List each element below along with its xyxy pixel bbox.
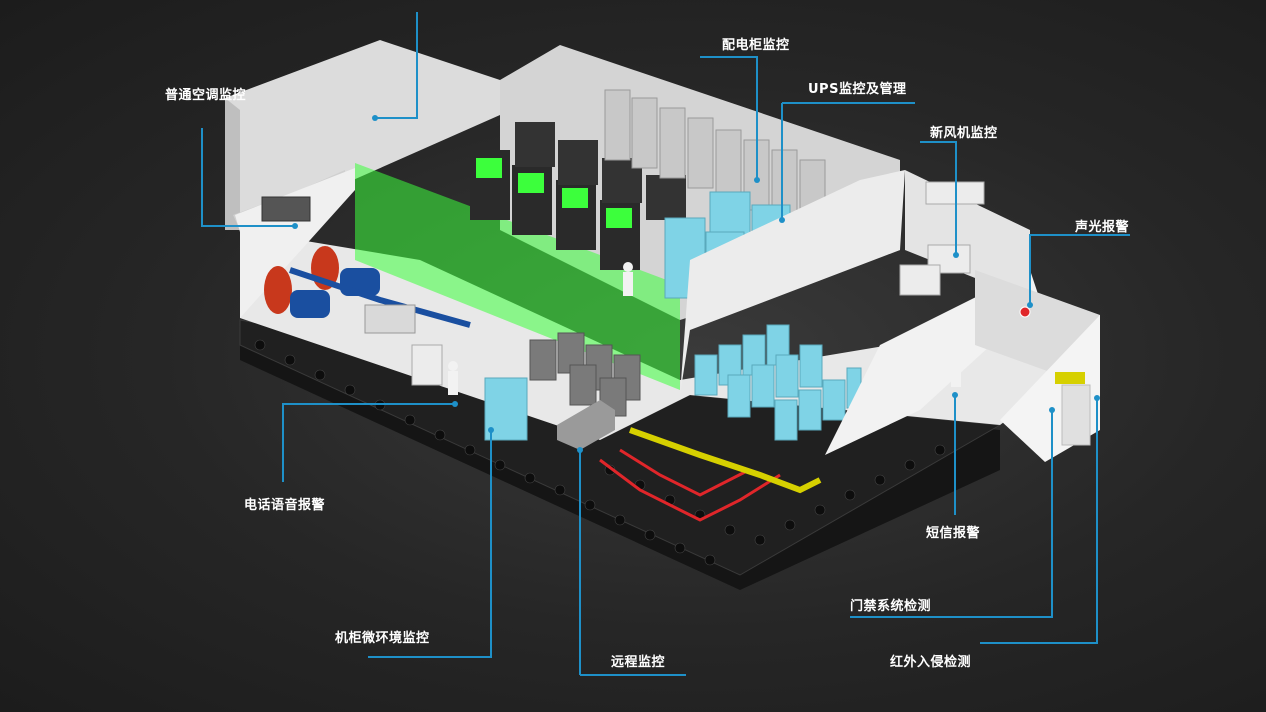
label-ordinary-ac: 普通空调监控 [165, 88, 247, 103]
dot-sound-light [1027, 302, 1033, 308]
partition-wall-middle [680, 170, 905, 395]
label-ups: UPS监控及管理 [808, 82, 907, 97]
access-reader [1055, 372, 1085, 384]
fresh-air-units [899, 181, 985, 296]
label-access-control: 门禁系统检测 [850, 599, 932, 614]
label-fresh-air: 新风机监控 [930, 126, 998, 141]
underfloor-red-cable-2 [619, 448, 746, 497]
dot-power-cabinet [754, 177, 760, 183]
underfloor-yellow-cable [628, 427, 822, 494]
wall-ac-unit [261, 196, 311, 222]
chiller-system [264, 246, 471, 386]
label-remote-monitor: 远程监控 [611, 655, 666, 670]
dot-infrared [1094, 395, 1100, 401]
label-sms-alarm: 短信报警 [926, 526, 981, 541]
leader-access [850, 410, 1053, 618]
label-infrared-intrusion: 红外入侵检测 [890, 655, 972, 670]
access-door [1061, 384, 1091, 446]
dot-remote [577, 447, 583, 453]
cabinet-rows [694, 324, 862, 441]
alarm-beacon [1019, 306, 1031, 318]
dot-phone-voice [452, 401, 458, 407]
precision-ac-units [470, 122, 686, 270]
underfloor-red-cable [599, 458, 781, 522]
dot-ups [779, 217, 785, 223]
dot-top [372, 115, 378, 121]
label-power-cabinet: 配电柜监控 [722, 38, 790, 53]
dot-ordinary-ac [292, 223, 298, 229]
leader-top [375, 12, 418, 119]
label-sound-light-alarm: 声光报警 [1075, 220, 1130, 235]
leader-infrared [980, 398, 1098, 644]
leader-power-cabinet [700, 56, 758, 180]
leader-fresh-air [920, 141, 957, 255]
leader-sound-light [1029, 234, 1130, 305]
dot-sms [952, 392, 958, 398]
people-figures [448, 262, 961, 395]
label-phone-voice-alarm: 电话语音报警 [244, 498, 326, 513]
dot-fresh-air [953, 252, 959, 258]
left-room-side-wall [225, 98, 240, 230]
dot-access [1049, 407, 1055, 413]
leader-ordinary-ac [201, 128, 295, 227]
leader-micro-env [368, 430, 492, 658]
left-room-back-wall [225, 40, 500, 230]
label-cabinet-micro-env: 机柜微环境监控 [335, 631, 430, 646]
monitoring-desk [557, 400, 615, 450]
green-glass-partition [355, 163, 680, 390]
dot-micro-env [488, 427, 494, 433]
leader-phone-voice [282, 403, 455, 482]
floor-support-posts [254, 339, 946, 566]
